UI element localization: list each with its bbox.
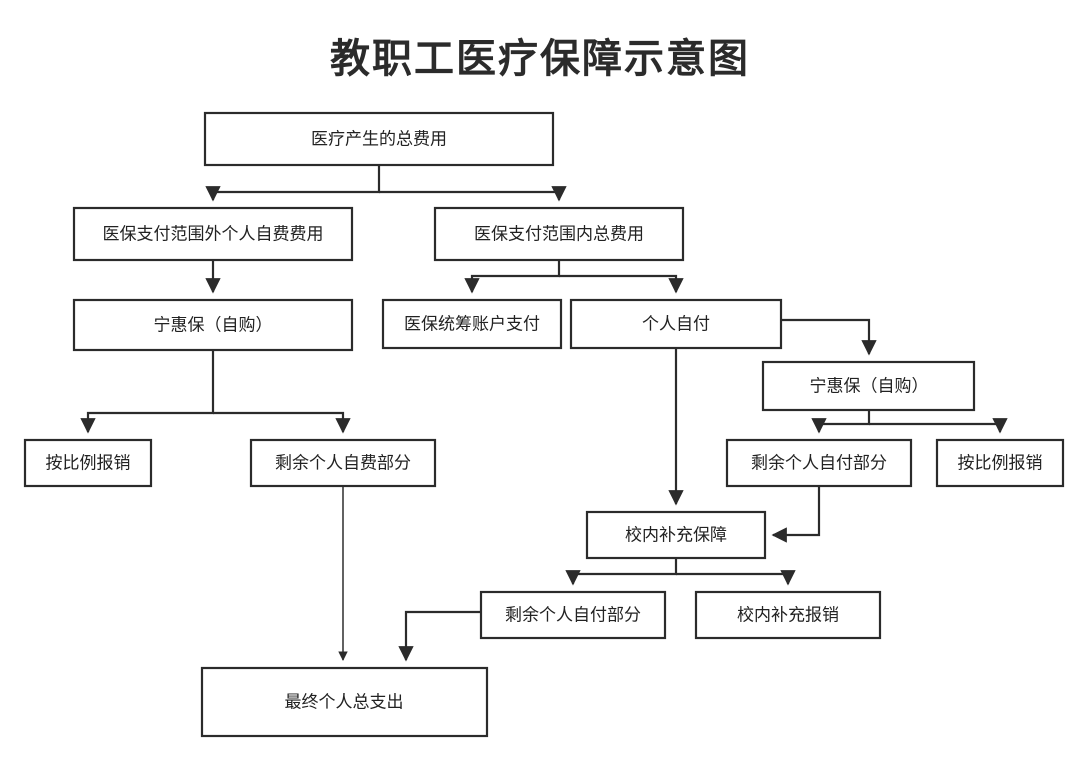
node-box[interactable]: [569, 298, 783, 350]
edge-school-extra-to-rest-self-pay2: [565, 558, 678, 586]
edge-rest-self-pay-to-school-extra: [771, 486, 821, 543]
node-label: 剩余个人自费部分: [275, 453, 411, 472]
node-label: 最终个人总支出: [285, 692, 404, 711]
node-proportional-reimbursement-left[interactable]: 按比例报销: [23, 438, 153, 488]
edge-ninghui-right-to-rest-self-pay: [811, 410, 871, 434]
node-label: 剩余个人自付部分: [505, 605, 641, 624]
node-label: 校内补充保障: [625, 525, 727, 544]
node-proportional-reimbursement-right[interactable]: 按比例报销: [935, 438, 1065, 488]
node-box[interactable]: [479, 590, 667, 640]
node-final-personal-total-expense[interactable]: 最终个人总支出: [200, 666, 489, 738]
node-box[interactable]: [23, 438, 153, 488]
node-remaining-self-payment-upper[interactable]: 剩余个人自付部分: [725, 438, 913, 488]
node-school-supplementary-coverage[interactable]: 校内补充保障: [585, 510, 767, 560]
node-school-supplementary-reimbursement[interactable]: 校内补充报销: [694, 590, 882, 640]
node-label: 宁惠保（自购）: [810, 376, 929, 395]
node-box[interactable]: [72, 298, 354, 352]
edge-layer: [80, 165, 1008, 662]
node-label: 按比例报销: [46, 453, 131, 472]
edge-self-pay-to-ninghui-right: [781, 318, 877, 356]
node-box[interactable]: [725, 438, 913, 488]
node-label: 按比例报销: [958, 453, 1043, 472]
node-box[interactable]: [200, 666, 489, 738]
edge-total-to-out-scope: [205, 165, 381, 202]
node-remaining-self-cost[interactable]: 剩余个人自费部分: [249, 438, 437, 488]
node-box[interactable]: [935, 438, 1065, 488]
node-box[interactable]: [585, 510, 767, 560]
node-box[interactable]: [249, 438, 437, 488]
node-label: 医保支付范围外个人自费费用: [103, 224, 324, 243]
page-title: 教职工医疗保障示意图: [330, 37, 750, 81]
node-remaining-self-payment-lower[interactable]: 剩余个人自付部分: [479, 590, 667, 640]
node-label: 个人自付: [642, 314, 710, 333]
edge-total-to-in-scope: [379, 186, 567, 202]
node-box[interactable]: [433, 206, 685, 262]
node-label: 医疗产生的总费用: [311, 129, 447, 148]
node-total[interactable]: 医疗产生的总费用: [203, 111, 555, 167]
node-box[interactable]: [694, 590, 882, 640]
edge-in-scope-to-pool-pay: [464, 260, 561, 294]
edge-ninghui-left-to-ratio-left: [80, 350, 215, 434]
node-box[interactable]: [381, 298, 563, 350]
node-out-of-scope-self-cost[interactable]: 医保支付范围外个人自费费用: [72, 206, 354, 262]
node-pooled-account-payment[interactable]: 医保统筹账户支付: [381, 298, 563, 350]
node-label: 剩余个人自付部分: [751, 453, 887, 472]
node-label: 宁惠保（自购）: [154, 315, 273, 334]
node-in-scope-total-cost[interactable]: 医保支付范围内总费用: [433, 206, 685, 262]
node-label: 校内补充报销: [737, 605, 839, 624]
node-personal-payment[interactable]: 个人自付: [569, 298, 783, 350]
node-box[interactable]: [761, 360, 976, 412]
node-ninghui-insurance-right[interactable]: 宁惠保（自购）: [761, 360, 976, 412]
edge-ninghui-left-to-rest-self-cost: [213, 411, 351, 434]
node-box[interactable]: [72, 206, 354, 262]
edge-ninghui-right-to-ratio-right: [869, 418, 1008, 434]
node-box[interactable]: [203, 111, 555, 167]
edge-in-scope-to-self-pay: [559, 274, 684, 294]
edge-school-extra-to-school-reimb: [676, 570, 796, 586]
node-label: 医保支付范围内总费用: [474, 224, 644, 243]
edge-rest-self-pay2-to-final-total: [398, 610, 481, 662]
node-label: 医保统筹账户支付: [404, 314, 540, 333]
node-ninghui-insurance-left[interactable]: 宁惠保（自购）: [72, 298, 354, 352]
